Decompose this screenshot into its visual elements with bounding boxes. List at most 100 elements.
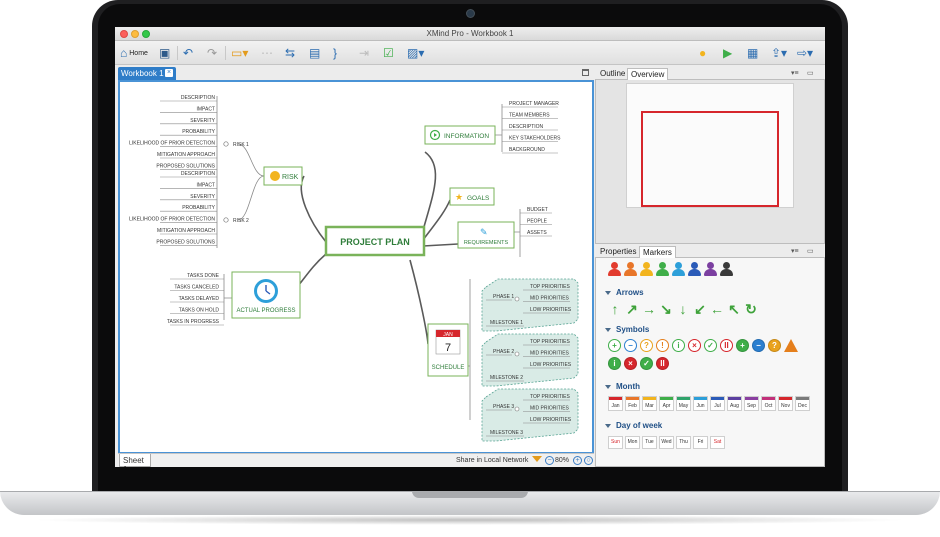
summary-icon[interactable]: } [333, 46, 338, 60]
symbol-icon[interactable]: ✓ [704, 339, 717, 352]
phase-label[interactable]: PHASE 2 [493, 349, 514, 355]
tab-overview[interactable]: Overview [627, 68, 669, 80]
priority-item[interactable]: TOP PRIORITIES [530, 284, 570, 290]
priority-item[interactable]: TOP PRIORITIES [530, 394, 570, 400]
progress-item[interactable]: TASKS IN PROGRESS [167, 319, 220, 325]
risk2-item[interactable]: LIKELIHOOD OF PRIOR DETECTION [129, 217, 215, 223]
month-icon[interactable]: Nov [778, 396, 793, 411]
priority-item[interactable]: MID PRIORITIES [530, 296, 570, 302]
priority-item[interactable]: MID PRIORITIES [530, 351, 570, 357]
image-icon[interactable]: ▨▾ [407, 46, 425, 60]
month-icon[interactable]: Apr [659, 396, 674, 411]
symbol-icon[interactable]: − [752, 339, 765, 352]
export-icon[interactable]: ⇨▾ [797, 46, 814, 60]
tab-properties[interactable]: Properties [600, 247, 637, 256]
requirements-item[interactable]: ASSETS [527, 230, 547, 236]
risk2-item[interactable]: DESCRIPTION [181, 171, 216, 177]
symbol-icon[interactable]: II [656, 357, 669, 370]
requirements-item[interactable]: PEOPLE [527, 219, 548, 225]
month-icon[interactable]: May [676, 396, 691, 411]
collapse-toggle[interactable] [514, 406, 520, 412]
collapse-toggle[interactable] [223, 217, 229, 223]
milestone-label[interactable]: MILESTONE 3 [490, 430, 523, 436]
tab-markers[interactable]: Markers [639, 246, 676, 258]
collapse-toggle[interactable] [514, 296, 520, 302]
arrow-icon[interactable]: ↗ [626, 301, 638, 317]
priority-item[interactable]: LOW PRIORITIES [530, 417, 572, 423]
month-icon[interactable]: Jul [710, 396, 725, 411]
symbol-icon[interactable]: i [672, 339, 685, 352]
person-icon[interactable] [720, 262, 733, 276]
symbol-icon[interactable]: ? [640, 339, 653, 352]
central-topic[interactable]: PROJECT PLAN [324, 225, 426, 257]
callout-icon[interactable]: ⇥ [359, 46, 370, 60]
priority-item[interactable]: MID PRIORITIES [530, 406, 570, 412]
phase-group[interactable]: PHASE 3 TOP PRIORITIES MID PRIORITIES LOW P… [481, 388, 579, 442]
sheet-tab[interactable]: Sheet 1 [119, 454, 151, 467]
zoom-in-icon[interactable]: + [573, 456, 582, 465]
arrows-group-title[interactable]: Arrows [605, 288, 644, 297]
panel-menu-icon[interactable]: ▾≡ [791, 70, 799, 77]
day-group-title[interactable]: Day of week [605, 421, 662, 430]
information-item[interactable]: DESCRIPTION [509, 124, 544, 130]
person-icon[interactable] [688, 262, 701, 276]
person-icon[interactable] [608, 262, 621, 276]
task-icon[interactable]: ☑ [383, 46, 394, 60]
symbol-icon[interactable]: + [736, 339, 749, 352]
arrow-icon[interactable]: ↑ [611, 301, 619, 317]
information-topic[interactable]: INFORMATION [424, 125, 496, 145]
person-icon[interactable] [704, 262, 717, 276]
gantt-icon[interactable]: ▦ [747, 46, 759, 60]
relationship-icon[interactable]: ⇆ [285, 46, 296, 60]
mindmap-canvas[interactable]: DESCRIPTION IMPACT SEVERITY PROBABILITY LIKE… [118, 80, 594, 454]
symbol-icon[interactable]: II [720, 339, 733, 352]
month-icon[interactable]: Sep [744, 396, 759, 411]
phase-group[interactable]: PHASE 2 TOP PRIORITIES MID PRIORITIES LOW P… [481, 333, 579, 387]
risk1-item[interactable]: SEVERITY [190, 118, 215, 124]
requirements-topic[interactable]: ✎ REQUIREMENTS [457, 221, 515, 249]
priority-item[interactable]: LOW PRIORITIES [530, 362, 572, 368]
schedule-topic[interactable]: JAN 7 SCHEDULE [427, 323, 469, 377]
milestone-label[interactable]: MILESTONE 1 [490, 320, 523, 326]
risk2-item[interactable]: SEVERITY [190, 194, 215, 200]
save-icon[interactable]: ▣ [159, 46, 171, 60]
priority-item[interactable]: LOW PRIORITIES [530, 307, 572, 313]
share-network-label[interactable]: Share in Local Network [456, 457, 529, 464]
risk2-item[interactable]: PROPOSED SOLUTIONS [156, 239, 215, 245]
tab-outline[interactable]: Outline [600, 69, 626, 78]
progress-item[interactable]: TASKS CANCELED [174, 285, 219, 291]
month-group-title[interactable]: Month [605, 382, 640, 391]
progress-topic[interactable]: ACTUAL PROGRESS [231, 271, 301, 319]
day-icon[interactable]: Fri [693, 436, 708, 449]
tab-workbook-1[interactable]: Workbook 1 × [118, 67, 176, 80]
subtopic-icon[interactable]: ⋯ [261, 46, 273, 60]
undo-icon[interactable]: ↶ [183, 46, 194, 60]
redo-icon[interactable]: ↷ [207, 46, 218, 60]
share-icon[interactable]: ⇪▾ [771, 46, 788, 60]
arrow-icon[interactable]: ↓ [679, 301, 687, 317]
boundary-icon[interactable]: ▤ [309, 46, 321, 60]
maximize-window-button[interactable] [142, 30, 150, 38]
maximize-editor-icon[interactable] [582, 69, 589, 76]
close-window-button[interactable] [120, 30, 128, 38]
information-item[interactable]: KEY STAKEHOLDERS [509, 136, 561, 142]
arrow-icon[interactable]: ↖ [728, 301, 740, 317]
symbol-icon[interactable]: × [688, 339, 701, 352]
information-item[interactable]: TEAM MEMBERS [509, 113, 550, 119]
filter-icon[interactable] [532, 456, 542, 462]
arrow-icon[interactable]: → [642, 301, 656, 317]
overview-viewport[interactable] [641, 111, 779, 207]
person-icon[interactable] [672, 262, 685, 276]
month-icon[interactable]: Feb [625, 396, 640, 411]
symbol-icon[interactable]: × [624, 357, 637, 370]
risk1-item[interactable]: IMPACT [196, 106, 215, 112]
month-icon[interactable]: Oct [761, 396, 776, 411]
information-item[interactable]: BACKGROUND [509, 147, 545, 153]
risk1-item[interactable]: PROBABILITY [182, 129, 215, 135]
requirements-item[interactable]: BUDGET [527, 207, 548, 213]
phase-label[interactable]: PHASE 3 [493, 404, 514, 410]
priority-item[interactable]: TOP PRIORITIES [530, 339, 570, 345]
progress-item[interactable]: TASKS DELAYED [179, 296, 220, 302]
day-icon[interactable]: Tue [642, 436, 657, 449]
symbol-icon[interactable]: i [608, 357, 621, 370]
